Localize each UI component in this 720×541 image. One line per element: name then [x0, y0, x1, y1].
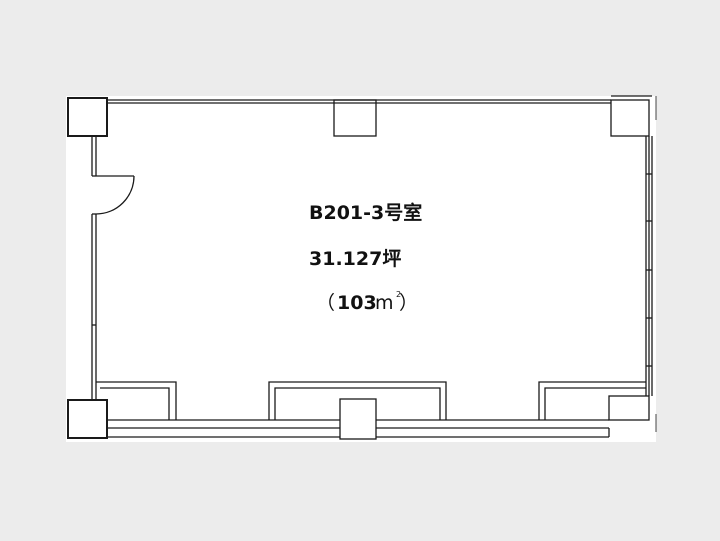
- area-sqm-superscript: 2: [396, 290, 401, 299]
- sill-right-a: [538, 381, 646, 420]
- area-sqm-unit: m: [375, 292, 394, 314]
- door-swing-arc: [95, 175, 135, 215]
- column-top-center: [333, 99, 377, 137]
- column-top-left: [67, 97, 108, 137]
- column-bottom-right: [608, 395, 650, 421]
- column-bottom-center: [339, 398, 377, 440]
- sill-center-a: [268, 381, 447, 420]
- sill-right-b: [544, 387, 646, 420]
- room-area-sqm-label: （ 103 m 2 ）: [316, 290, 418, 314]
- sill-left-a: [96, 381, 177, 420]
- column-top-right: [610, 99, 650, 137]
- plan-linework: [67, 95, 657, 440]
- plan-paper: [66, 96, 656, 442]
- room-area-tsubo-label: 31.127坪: [309, 248, 401, 270]
- sill-center-b: [274, 387, 441, 420]
- sill-left-b: [100, 387, 170, 420]
- room-name-label: B201-3号室: [309, 201, 422, 224]
- area-paren-open: （: [316, 292, 335, 314]
- area-sqm-value: 103: [337, 292, 377, 314]
- area-paren-close: ）: [399, 292, 418, 314]
- column-bottom-left: [67, 399, 108, 439]
